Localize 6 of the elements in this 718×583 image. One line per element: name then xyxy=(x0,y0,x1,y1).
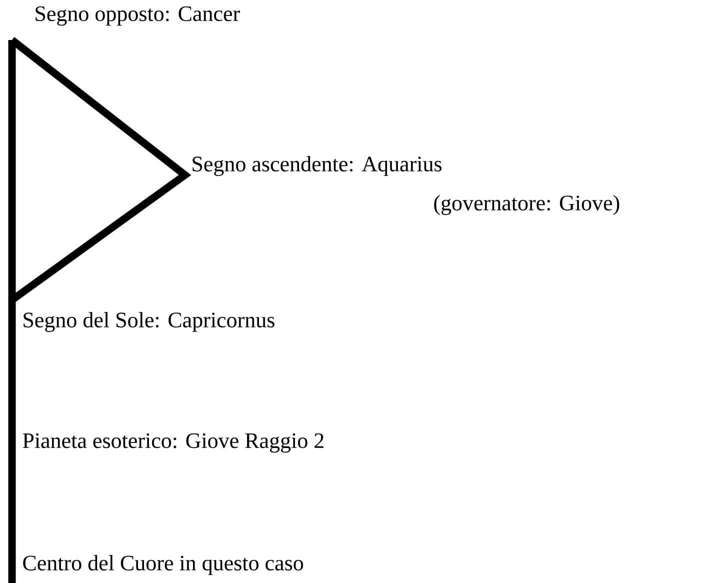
label: Segno del Sole: Capricornus xyxy=(24,312,274,332)
label: Segno ascendente: Aquarius xyxy=(192,156,442,176)
label: Pianeta esoterico: Giove Raggio 2 xyxy=(22,433,324,453)
label: Segno opposto: Cancer xyxy=(36,6,240,26)
label: (governatore: Giove) xyxy=(434,194,620,215)
label: Centro del Cuore in questo caso xyxy=(23,555,304,575)
